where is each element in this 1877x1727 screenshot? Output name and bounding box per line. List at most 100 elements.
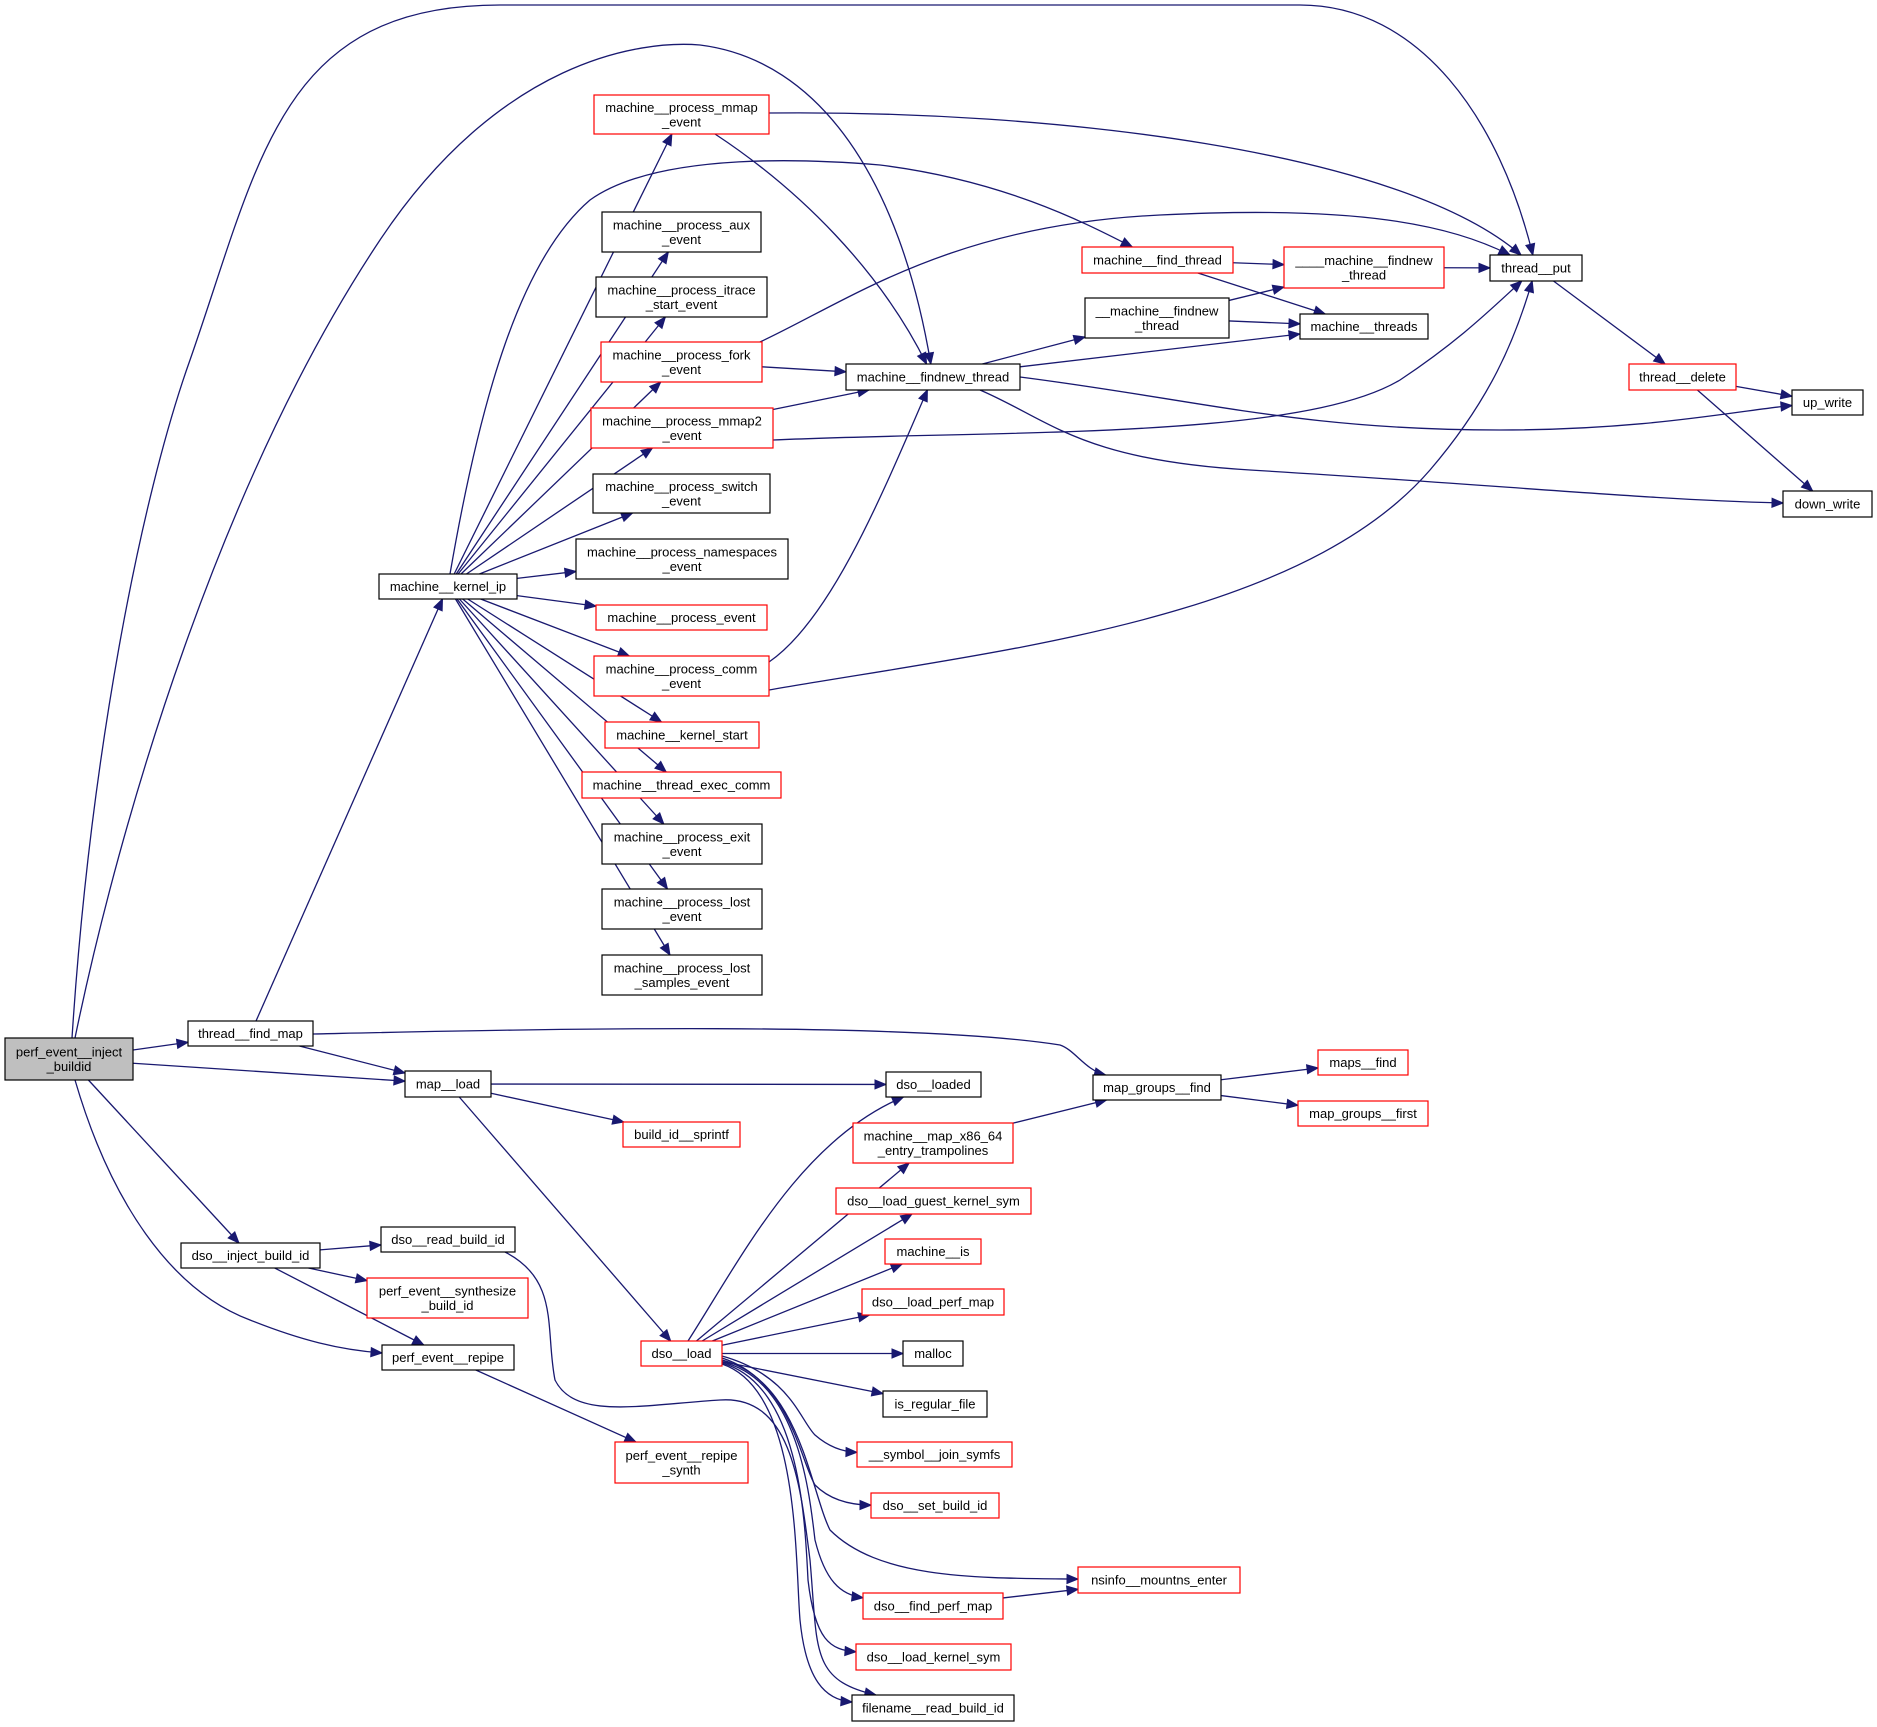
node-machine-kernel-ip[interactable]: machine__kernel_ip (378, 573, 518, 600)
node-box[interactable] (856, 1441, 1013, 1468)
node-box[interactable] (1084, 297, 1230, 339)
node-box[interactable] (861, 1288, 1005, 1316)
node-perf-event-repipe[interactable]: perf_event__repipe (381, 1344, 515, 1371)
node-box[interactable] (575, 538, 789, 580)
node-box[interactable] (862, 1592, 1004, 1620)
node-map-groups-first[interactable]: map_groups__first (1297, 1100, 1429, 1127)
node-box[interactable] (1489, 254, 1583, 282)
node-perf-event-repipe-synth[interactable]: perf_event__repipe_synth (614, 1441, 749, 1484)
node-box[interactable] (902, 1340, 964, 1367)
node-box[interactable] (595, 276, 768, 318)
node----machine-findnew-thread[interactable]: ____machine__findnew_thread (1283, 246, 1445, 289)
node-box[interactable] (180, 1242, 321, 1269)
node-machine-thread-exec-comm[interactable]: machine__thread_exec_comm (581, 771, 782, 799)
node-map-groups-find[interactable]: map_groups__find (1092, 1074, 1222, 1101)
node-mp-aux-event[interactable]: machine__process_aux_event (601, 211, 762, 253)
node-box[interactable] (1628, 363, 1737, 391)
node-machine-kernel-start[interactable]: machine__kernel_start (604, 721, 760, 749)
node-box[interactable] (404, 1070, 492, 1098)
node-machine-find-thread[interactable]: machine__find_thread (1081, 246, 1234, 274)
node-box[interactable] (1283, 246, 1445, 289)
node-mp-event[interactable]: machine__process_event (595, 604, 768, 631)
node-machine-is[interactable]: machine__is (884, 1238, 982, 1265)
node-box[interactable] (590, 407, 774, 449)
node-filename-read-build-id[interactable]: filename__read_build_id (851, 1694, 1015, 1722)
node-box[interactable] (1317, 1049, 1409, 1076)
node-box[interactable] (600, 341, 763, 383)
node-box[interactable] (884, 1238, 982, 1265)
node-box[interactable] (835, 1187, 1032, 1215)
node-box[interactable] (381, 1344, 515, 1371)
node-box[interactable] (581, 771, 782, 799)
node-mp-lost-event[interactable]: machine__process_lost_event (601, 888, 763, 930)
node-dso-find-perf-map[interactable]: dso__find_perf_map (862, 1592, 1004, 1620)
node-box[interactable] (622, 1121, 741, 1148)
node-box[interactable] (852, 1122, 1014, 1164)
node-dso-load-kernel-sym[interactable]: dso__load_kernel_sym (855, 1643, 1012, 1671)
node-box[interactable] (1297, 1100, 1429, 1127)
node-mp-fork-event[interactable]: machine__process_fork_event (600, 341, 763, 383)
node-box[interactable] (885, 1071, 982, 1098)
node-box[interactable] (870, 1492, 1000, 1519)
node-box[interactable] (593, 655, 770, 697)
node-mp-switch-event[interactable]: machine__process_switch_event (592, 473, 771, 514)
node---machine-findnew-thread[interactable]: __machine__findnew_thread (1084, 297, 1230, 339)
node-machine-findnew-thread[interactable]: machine__findnew_thread (845, 363, 1021, 391)
node-box[interactable] (601, 211, 762, 253)
node-symbol-join-symfs[interactable]: __symbol__join_symfs (856, 1441, 1013, 1468)
node-box[interactable] (592, 473, 771, 514)
node-mp-exit-event[interactable]: machine__process_exit_event (601, 823, 763, 865)
node-mp-mmap-event[interactable]: machine__process_mmap_event (593, 94, 770, 135)
node-dso-load-guest-kernel-sym[interactable]: dso__load_guest_kernel_sym (835, 1187, 1032, 1215)
node-thread-delete[interactable]: thread__delete (1628, 363, 1737, 391)
node-box[interactable] (855, 1643, 1012, 1671)
node-box[interactable] (882, 1390, 988, 1418)
node-box[interactable] (1081, 246, 1234, 274)
node-up-write[interactable]: up_write (1791, 389, 1864, 416)
node-dso-loaded[interactable]: dso__loaded (885, 1071, 982, 1098)
node-box[interactable] (1077, 1566, 1241, 1594)
node-box[interactable] (593, 94, 770, 135)
node-box[interactable] (601, 823, 763, 865)
node-mp-itrace-event[interactable]: machine__process_itrace_start_event (595, 276, 768, 318)
node-box[interactable] (845, 363, 1021, 391)
node-box[interactable] (604, 721, 760, 749)
node-box[interactable] (640, 1340, 723, 1367)
node-box[interactable] (380, 1226, 516, 1253)
node-dso-load-perf-map[interactable]: dso__load_perf_map (861, 1288, 1005, 1316)
node-mp-namespaces-event[interactable]: machine__process_namespaces_event (575, 538, 789, 580)
node-dso-read-build-id[interactable]: dso__read_build_id (380, 1226, 516, 1253)
node-root[interactable]: perf_event__inject_buildid (4, 1037, 134, 1081)
node-machine-threads[interactable]: machine__threads (1299, 313, 1429, 340)
node-maps-find[interactable]: maps__find (1317, 1049, 1409, 1076)
node-box[interactable] (601, 888, 763, 930)
node-box[interactable] (187, 1020, 314, 1047)
node-malloc[interactable]: malloc (902, 1340, 964, 1367)
node-box[interactable] (851, 1694, 1015, 1722)
node-mp-lost-samples-event[interactable]: machine__process_lost_samples_event (601, 954, 763, 996)
node-box[interactable] (1299, 313, 1429, 340)
node-box[interactable] (366, 1277, 529, 1319)
node-perf-event-synthesize-build-id[interactable]: perf_event__synthesize_build_id (366, 1277, 529, 1319)
node-is-regular-file[interactable]: is_regular_file (882, 1390, 988, 1418)
node-thread-put[interactable]: thread__put (1489, 254, 1583, 282)
node-down-write[interactable]: down_write (1782, 490, 1873, 518)
node-build-id-sprintf[interactable]: build_id__sprintf (622, 1121, 741, 1148)
node-box[interactable] (4, 1037, 134, 1081)
node-box[interactable] (1092, 1074, 1222, 1101)
node-thread-find-map[interactable]: thread__find_map (187, 1020, 314, 1047)
node-box[interactable] (595, 604, 768, 631)
node-box[interactable] (614, 1441, 749, 1484)
node-machine-map-x86-64[interactable]: machine__map_x86_64_entry_trampolines (852, 1122, 1014, 1164)
node-box[interactable] (1791, 389, 1864, 416)
node-dso-load[interactable]: dso__load (640, 1340, 723, 1367)
node-mp-comm-event[interactable]: machine__process_comm_event (593, 655, 770, 697)
node-box[interactable] (1782, 490, 1873, 518)
node-dso-set-build-id[interactable]: dso__set_build_id (870, 1492, 1000, 1519)
node-dso-inject-build-id[interactable]: dso__inject_build_id (180, 1242, 321, 1269)
node-box[interactable] (378, 573, 518, 600)
node-box[interactable] (601, 954, 763, 996)
node-mp-mmap2-event[interactable]: machine__process_mmap2_event (590, 407, 774, 449)
node-nsinfo-mountns-enter[interactable]: nsinfo__mountns_enter (1077, 1566, 1241, 1594)
node-map-load[interactable]: map__load (404, 1070, 492, 1098)
